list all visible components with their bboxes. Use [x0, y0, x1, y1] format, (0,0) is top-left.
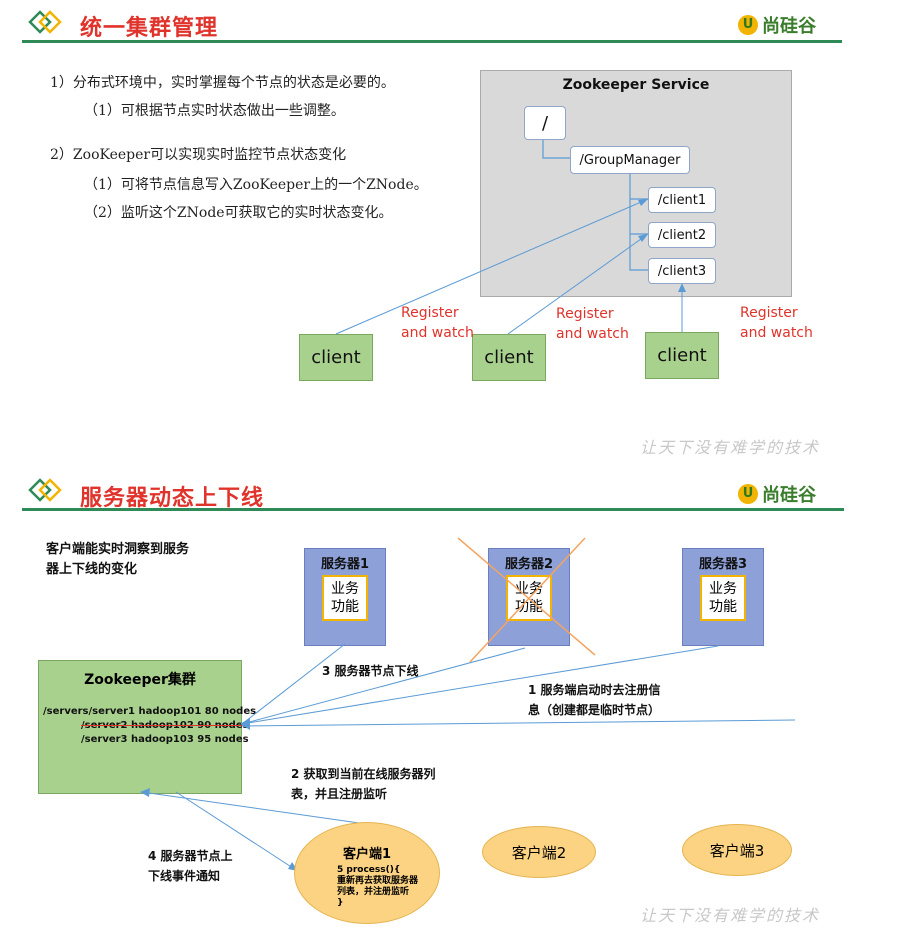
server-2-title: 服务器2 — [504, 557, 554, 572]
step1-line1: 1 服务端启动时去注册信 — [528, 683, 661, 697]
step1-line2: 息（创建都是临时节点） — [528, 703, 661, 717]
register-label-2-line2: and watch — [556, 326, 629, 342]
server-1-biz-line2: 功能 — [331, 599, 359, 615]
register-label-3: Register and watch — [740, 303, 813, 343]
register-label-1-line2: and watch — [401, 325, 474, 341]
client1-ellipse: 客户端1 5 process(){ 重新再去获取服务器 列表，并注册监听 } — [294, 822, 440, 924]
brand-logo-2-text: 尚硅谷 — [762, 485, 816, 506]
client-box-1: client — [299, 334, 373, 381]
server-3-biz-line2: 功能 — [709, 599, 737, 615]
zookeeper-cluster-title: Zookeeper集群 — [84, 672, 196, 688]
section1-line-3: 2）ZooKeeper可以实现实时监控节点状态变化 — [50, 147, 347, 163]
section2-logo-icon — [26, 472, 62, 508]
client1-line3: 列表，并注册监听 — [337, 887, 410, 897]
server-1-biz-line1: 业务 — [331, 581, 359, 597]
client2-ellipse: 客户端2 — [482, 826, 596, 878]
server-1-title: 服务器1 — [320, 557, 370, 572]
server-2-biz-line2: 功能 — [515, 599, 543, 615]
brand-logo-2-icon: U — [738, 484, 758, 504]
section1-title: 统一集群管理 — [80, 16, 219, 41]
client1-line1: 5 process(){ — [337, 865, 401, 875]
cluster-line-3: /server3 hadoop103 95 nodes — [81, 734, 249, 745]
client1-line2: 重新再去获取服务器 — [337, 876, 419, 886]
server-box-3: 服务器3 业务功能 — [682, 548, 764, 646]
section1-logo-icon — [26, 4, 62, 40]
register-label-1: Register and watch — [401, 303, 474, 343]
client3-label: 客户端3 — [709, 841, 765, 860]
section2-note-line1: 客户端能实时洞察到服务 — [46, 542, 190, 557]
section2-watermark: 让天下没有难学的技术 — [640, 906, 821, 925]
client-box-2: client — [472, 334, 546, 381]
section1-watermark: 让天下没有难学的技术 — [640, 438, 821, 457]
client-box-3: client — [645, 332, 719, 379]
znode-root: / — [524, 106, 566, 140]
client1-process: 5 process(){ 重新再去获取服务器 列表，并注册监听 } — [337, 865, 418, 909]
znode-group-manager: /GroupManager — [570, 146, 690, 174]
client2-label: 客户端2 — [511, 843, 567, 862]
section1-divider — [22, 40, 842, 43]
client1-title: 客户端1 — [342, 847, 392, 862]
cluster-line-2: /server2 hadoop102 90 nodes — [81, 720, 249, 731]
brand-logo-2: U 尚硅谷 — [738, 481, 816, 507]
znode-client3: /client3 — [648, 258, 716, 284]
section2-note-line2: 器上下线的变化 — [46, 562, 138, 577]
step4-line1: 4 服务器节点上 — [148, 849, 233, 863]
section2-note: 客户端能实时洞察到服务 器上下线的变化 — [46, 540, 189, 580]
server-1-biz: 业务功能 — [322, 575, 368, 621]
step4-label: 4 服务器节点上 下线事件通知 — [148, 846, 233, 886]
register-label-2-line1: Register — [556, 306, 614, 322]
step2-line1: 2 获取到当前在线服务器列 — [291, 767, 436, 781]
brand-logo-text: 尚硅谷 — [762, 16, 816, 37]
register-label-1-line1: Register — [401, 305, 459, 321]
brand-logo: U 尚硅谷 — [738, 12, 816, 38]
client1-line4: } — [337, 898, 344, 908]
cluster-line-1: /servers/server1 hadoop101 80 nodes — [43, 706, 257, 717]
section1-line-5: （2）监听这个ZNode可获取它的实时状态变化。 — [84, 205, 393, 221]
server-box-2: 服务器2 业务功能 — [488, 548, 570, 646]
server-box-1: 服务器1 业务功能 — [304, 548, 386, 646]
register-label-3-line1: Register — [740, 305, 798, 321]
brand-logo-icon: U — [738, 15, 758, 35]
step2-line2: 表，并且注册监听 — [291, 787, 388, 801]
zookeeper-cluster-box: Zookeeper集群 /servers/server1 hadoop101 8… — [38, 660, 256, 794]
client3-ellipse: 客户端3 — [682, 824, 792, 876]
step2-label: 2 获取到当前在线服务器列 表，并且注册监听 — [291, 764, 436, 804]
znode-client2: /client2 — [648, 222, 716, 248]
section2-divider — [22, 508, 844, 511]
step4-line2: 下线事件通知 — [148, 869, 221, 883]
server-3-biz-line1: 业务 — [709, 581, 737, 597]
section1-line-2: （1）可根据节点实时状态做出一些调整。 — [84, 103, 345, 119]
server-3-title: 服务器3 — [698, 557, 748, 572]
server-3-biz: 业务功能 — [700, 575, 746, 621]
step1-label: 1 服务端启动时去注册信 息（创建都是临时节点） — [528, 680, 661, 720]
section1-line-1: 1）分布式环境中，实时掌握每个节点的状态是必要的。 — [50, 75, 395, 91]
znode-client1: /client1 — [648, 187, 716, 213]
register-label-2: Register and watch — [556, 304, 629, 344]
step3-label: 3 服务器节点下线 — [322, 664, 419, 678]
register-label-3-line2: and watch — [740, 325, 813, 341]
zookeeper-service-title: Zookeeper Service — [562, 77, 710, 93]
section2-title: 服务器动态上下线 — [80, 486, 265, 511]
section1-line-4: （1）可将节点信息写入ZooKeeper上的一个ZNode。 — [84, 177, 428, 193]
